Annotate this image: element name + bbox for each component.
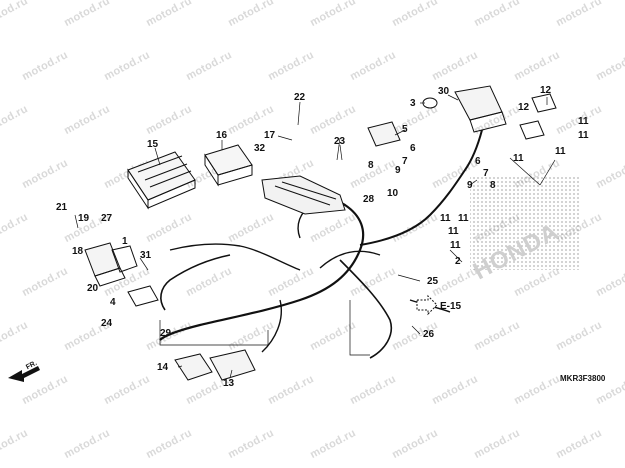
- callout-6b: 6: [475, 156, 481, 167]
- callout-11d: 11: [555, 146, 566, 157]
- callout-6a: 6: [410, 143, 416, 154]
- callout-12b: 12: [518, 102, 530, 113]
- callout-29: 29: [160, 328, 172, 339]
- part-3-grommet: [422, 97, 438, 109]
- part-12-connectors: [519, 93, 557, 140]
- harness-branch-down: [261, 299, 282, 353]
- reference-label: E-15: [440, 301, 462, 312]
- callout-1: 1: [122, 236, 128, 247]
- callout-9a: 9: [395, 165, 401, 176]
- callout-31: 31: [140, 250, 152, 261]
- callout-12a: 12: [540, 85, 552, 96]
- callout-18: 18: [72, 246, 84, 257]
- harness-branch-left: [160, 254, 231, 311]
- callout-8b: 8: [490, 180, 496, 191]
- callout-4: 4: [110, 297, 116, 308]
- callout-7a: 7: [402, 156, 408, 167]
- diagram-code: MKR3F3800: [560, 374, 606, 383]
- callout-23: 23: [334, 136, 346, 147]
- callout-16: 16: [216, 130, 228, 141]
- harness-branch-right: [359, 129, 483, 246]
- reference-arrow: [416, 294, 438, 316]
- harness-branch-lower: [339, 259, 392, 359]
- callout-11f: 11: [458, 213, 469, 224]
- callout-25: 25: [427, 276, 439, 287]
- callout-11b: 11: [578, 130, 589, 141]
- callout-15: 15: [147, 139, 159, 150]
- part-30-connector: [454, 85, 507, 133]
- bracket-frame-25: [349, 300, 370, 356]
- callout-11h: 11: [450, 240, 461, 251]
- callout-27: 27: [101, 213, 113, 224]
- callout-17: 17: [264, 130, 276, 141]
- callout-8a: 8: [368, 160, 374, 171]
- callout-22: 22: [294, 92, 306, 103]
- callout-11c: 11: [513, 153, 524, 164]
- callout-24: 24: [101, 318, 113, 329]
- bracket-frame-13-14: [159, 320, 269, 346]
- callout-9b: 9: [467, 180, 473, 191]
- callout-32: 32: [254, 143, 266, 154]
- honda-logo-dots: [470, 175, 580, 270]
- callout-20: 20: [87, 283, 99, 294]
- part-5-connector: [367, 121, 401, 147]
- callout-5: 5: [402, 124, 408, 135]
- callout-21: 21: [56, 202, 68, 213]
- part-13-cover: [209, 349, 256, 381]
- callout-2: 2: [455, 256, 461, 267]
- callout-11a: 11: [578, 116, 589, 127]
- callout-3: 3: [410, 98, 416, 109]
- part-15-ecu-box: [127, 151, 196, 210]
- callout-13: 13: [223, 378, 235, 389]
- part-14-cover: [174, 353, 213, 381]
- leader-lines: [74, 94, 556, 379]
- part-4-bracket: [127, 285, 159, 307]
- callout-28: 28: [363, 194, 375, 205]
- harness-loop-left: [169, 243, 301, 271]
- callout-30: 30: [438, 86, 450, 97]
- callout-11e: 11: [440, 213, 451, 224]
- front-arrow: [8, 366, 40, 382]
- harness-branch-mid: [319, 250, 381, 269]
- callout-11g: 11: [448, 226, 459, 237]
- callout-7b: 7: [483, 168, 489, 179]
- part-1-bracket: [111, 245, 138, 273]
- callout-10: 10: [387, 188, 399, 199]
- harness-connector-block: [261, 175, 346, 215]
- part-16-module: [204, 144, 253, 187]
- callout-14: 14: [157, 362, 169, 373]
- part-20-relay: [84, 242, 126, 287]
- callout-26: 26: [423, 329, 435, 340]
- callout-19: 19: [78, 213, 90, 224]
